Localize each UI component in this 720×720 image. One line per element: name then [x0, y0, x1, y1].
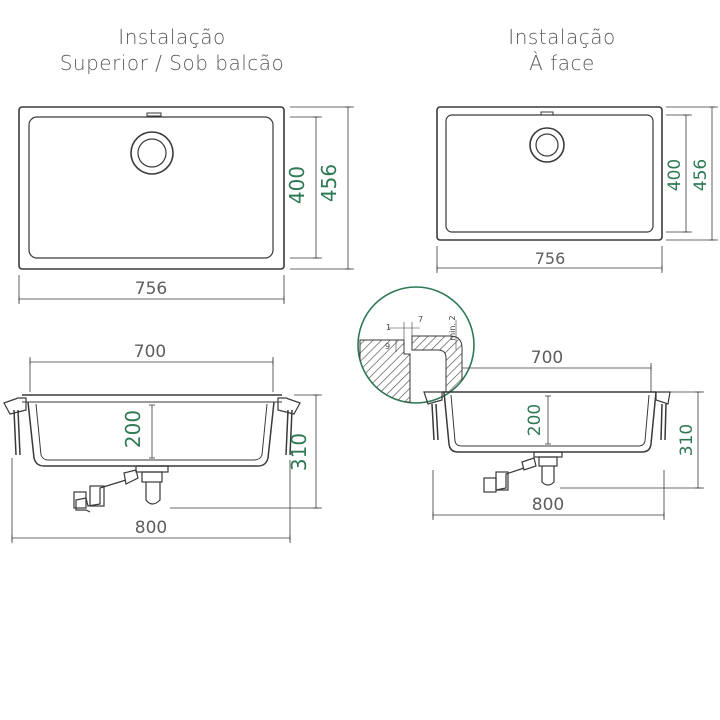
left-drain-outer — [130, 131, 174, 175]
right-trap — [541, 466, 555, 486]
left-bowl-outer — [27, 401, 275, 467]
title-left: Instalação Superior / Sob balcão — [20, 24, 324, 76]
left-side-bracket-right — [277, 397, 301, 415]
left-side-bracket-left — [3, 397, 27, 415]
right-bowl-outer — [443, 391, 657, 453]
right-side-depth-label: 200 — [525, 404, 545, 436]
right-side-bowl-width-label: 700 — [531, 348, 563, 368]
left-top-depth-inner-label: 400 — [285, 166, 309, 204]
left-side-bowl-width-label: 700 — [134, 342, 166, 362]
right-inner-bowl — [445, 114, 654, 233]
left-drain-inner — [137, 138, 167, 168]
right-side-overall-width-label: 800 — [532, 495, 564, 515]
title-right-line2: À face — [529, 51, 595, 75]
left-inner-bowl — [28, 116, 274, 259]
right-side-view — [423, 363, 704, 520]
left-outer-rim — [18, 106, 285, 270]
title-right-line1: Instalação — [508, 25, 616, 49]
left-top-view — [18, 106, 354, 304]
right-top-width-label: 756 — [535, 249, 566, 268]
right-top-depth-inner-label: 400 — [665, 159, 685, 191]
left-bowl-inner — [35, 403, 268, 461]
detail-dim-7: 7 — [418, 315, 423, 324]
right-detail-section: 1 7 9 min. 2 — [357, 286, 475, 404]
right-overflow-slot — [540, 111, 554, 116]
left-top-width-label: 756 — [135, 279, 167, 299]
left-overflow-slot — [146, 112, 162, 117]
title-right: Instalação À face — [430, 24, 694, 76]
left-side-view — [3, 357, 322, 543]
detail-min2: min. 2 — [448, 315, 457, 340]
right-outer-rim — [436, 106, 663, 241]
title-left-line1: Instalação — [118, 25, 226, 49]
left-side-depth-label: 200 — [121, 410, 145, 448]
right-drain-outer — [529, 127, 565, 163]
left-top-depth-outer-label: 456 — [317, 164, 341, 202]
right-bowl-inner — [450, 394, 650, 447]
detail-dim-9: 9 — [385, 342, 390, 351]
left-trap — [145, 482, 161, 505]
title-left-line2: Superior / Sob balcão — [59, 51, 285, 75]
right-drain-inner — [535, 133, 559, 157]
left-side-height-label: 310 — [287, 433, 311, 471]
right-top-depth-outer-label: 456 — [691, 159, 711, 191]
left-side-overall-width-label: 800 — [135, 518, 167, 538]
detail-dim-1: 1 — [386, 323, 391, 332]
right-top-view — [436, 106, 718, 273]
right-side-height-label: 310 — [677, 424, 697, 456]
